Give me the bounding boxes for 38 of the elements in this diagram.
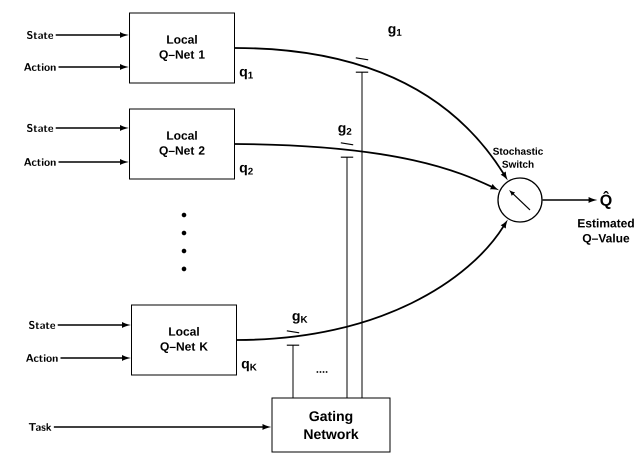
gate-mark (286, 330, 300, 346)
ellipsis-label: .... (316, 371, 328, 373)
input-label: Action (26, 354, 58, 362)
arrow (54, 424, 269, 430)
output-label: q$_{2}$ (240, 164, 253, 176)
arrow (234, 143, 497, 190)
arrow (234, 47, 507, 178)
gate-line (346, 156, 348, 398)
gate-label: g$_{2}$ (338, 125, 352, 136)
network-box: Local Q–Net 2 (129, 108, 235, 180)
gate-label: g$_{K}$ (292, 313, 308, 324)
arrow (58, 159, 126, 164)
switch-label: Stochastic Switch (493, 147, 543, 168)
gate-label: g$_{1}$ (388, 26, 402, 37)
network-box: Local Q–Net K (131, 304, 237, 376)
arrow (56, 32, 126, 38)
arrow (236, 222, 507, 341)
input-label: State (27, 30, 54, 40)
output-symbol: Q̂ (600, 191, 612, 209)
input-label: Task (28, 423, 52, 431)
output-label: Estimated Q–Value (578, 218, 634, 245)
network-box: Gating Network (272, 397, 390, 452)
gate-mark (355, 57, 369, 73)
input-label: State (29, 320, 56, 330)
arrow (56, 125, 126, 130)
arrow (58, 322, 128, 328)
arrow (60, 355, 128, 360)
arrow (58, 64, 126, 70)
input-label: State (27, 124, 54, 132)
gate-line (292, 344, 294, 398)
network-box: Local Q–Net 1 (129, 12, 235, 84)
switch-circle (497, 177, 543, 223)
output-label: q$_{K}$ (242, 360, 257, 372)
input-label: Action (24, 63, 56, 71)
output-label: q$_{1}$ (240, 68, 253, 80)
input-label: Action (24, 158, 56, 166)
gate-mark (340, 142, 354, 158)
arrow (542, 197, 595, 202)
